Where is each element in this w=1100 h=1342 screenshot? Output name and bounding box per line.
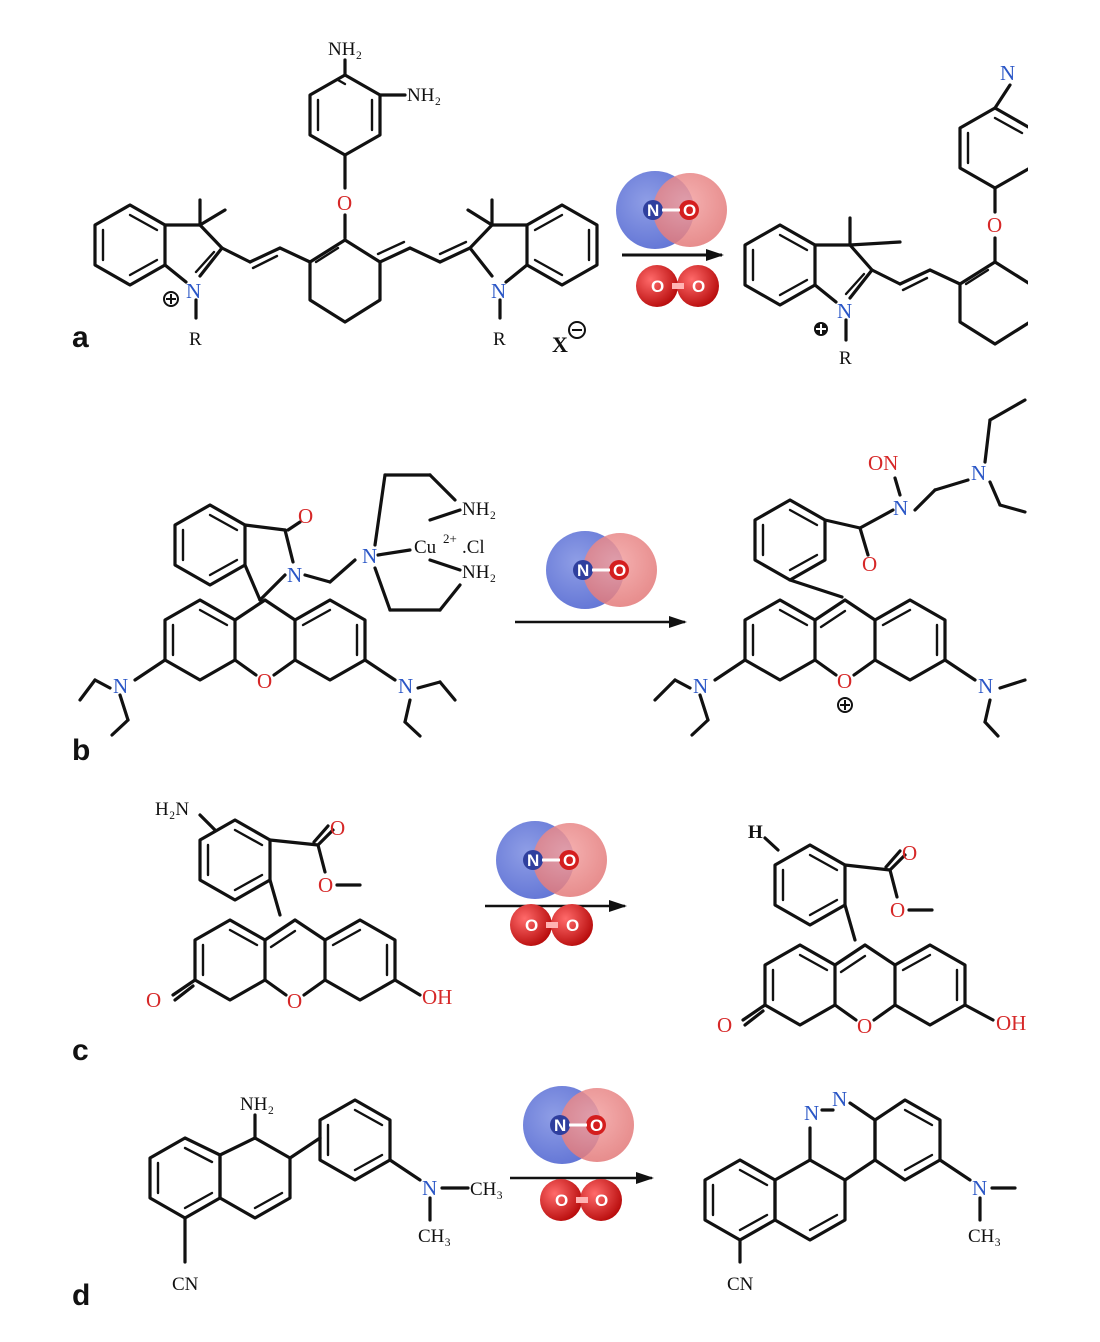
reactant-a-left-indolium [93,198,227,320]
d-prod-n2-label: N [832,1087,847,1111]
no-n-label-c: N [527,851,539,870]
product-c-structure [741,836,995,1027]
panel-label-c: c [72,1034,89,1067]
counter-ion-label: X [552,332,568,357]
reactant-a-polymethine [220,213,472,324]
nh2-side-label: NH₂ [407,85,441,106]
o2-left-label-c: O [525,916,538,935]
c-o-ester-label: O [318,873,333,897]
n-left-label: N [186,279,201,303]
b-nh2-lower-label: NH₂ [462,562,496,583]
b-nh2-upper-label: NH₂ [462,499,496,520]
r-left-label: R [189,329,202,350]
c-o-ester-carbonyl-label: O [330,816,345,840]
reactant-b-structure [78,473,462,738]
prod-o-label: O [987,213,1002,237]
d-cn-label: CN [172,1274,199,1295]
d-prod-n-dimethyl-label: N [972,1176,987,1200]
right-crop-mask [1028,0,1100,1342]
c-prod-h-label: H [748,822,763,843]
nitric-oxide-molecule-b: N O [546,531,657,609]
reactant-c-structure [171,813,422,1002]
panel-label-a: a [72,321,89,354]
r-right-label: R [493,329,506,350]
d-prod-cn-label: CN [727,1274,754,1295]
o2-left-label-a: O [651,277,664,296]
nitric-oxide-molecule-a: N O [616,171,727,249]
c-prod-o-ester-label: O [890,898,905,922]
b-o-ring-label: O [257,669,272,693]
panel-c: H₂N O O O O OH N O O O [72,799,1026,1067]
nitric-oxide-molecule-d: N O [523,1086,634,1164]
b-prod-on-label: ON [868,451,898,475]
d-n-dimethyl-label: N [422,1176,437,1200]
b-n-left-amine-label: N [113,674,128,698]
d-prod-n1-label: N [804,1101,819,1125]
d-ch3-right-label: CH₃ [470,1179,503,1200]
product-d-structure [703,1098,1017,1264]
d-prod-ch3-label: CH₃ [968,1226,1001,1247]
d-nh2-label: NH₂ [240,1094,274,1115]
b-o-carbonyl-label: O [298,504,313,528]
b-prod-n-left-label: N [693,674,708,698]
b-prod-n-right-label: N [978,674,993,698]
reactant-d-structure [148,1098,470,1264]
plus-charge-left-icon [163,291,179,307]
c-prod-oh-label: OH [996,1011,1026,1035]
b-cu-label: Cu [414,537,437,558]
b-prod-n-amide-label: N [893,496,908,520]
b-prod-o-carbonyl-label: O [862,552,877,576]
d-ch3-down-label: CH₃ [418,1226,451,1247]
o2-right-label-a: O [692,277,705,296]
panel-label-b: b [72,734,90,767]
no-n-label-d: N [554,1116,566,1135]
no-n-label-b: N [577,561,589,580]
b-n-right-amine-label: N [398,674,413,698]
oxygen-molecule-a: O O [636,265,719,307]
product-b-structure [653,398,1027,738]
nitric-oxide-molecule-c: N O [496,821,607,899]
b-cl-label: .Cl [462,537,485,558]
n-right-label: N [491,279,506,303]
prod-r-label: R [839,348,852,369]
nh2-top-label: NH₂ [328,39,362,60]
b-n-lactam-label: N [287,563,302,587]
no-n-label-a: N [647,201,659,220]
c-o-ring-label: O [287,989,302,1013]
c-prod-o-ring-label: O [857,1014,872,1038]
b-n-tertiary-label: N [362,544,377,568]
plus-charge-b-icon [837,697,853,713]
b-prod-o-ring-label: O [837,669,852,693]
o-link-label: O [337,191,352,215]
panel-label-d: d [72,1279,90,1312]
plus-charge-prod-icon [814,322,828,336]
oxygen-molecule-d: O O [540,1179,622,1221]
prod-n-label: N [837,299,852,323]
oxygen-molecule-c: O O [510,904,593,946]
minus-charge-icon [568,321,586,339]
c-oh-label: OH [422,985,452,1009]
b-cu-charge-label: 2+ [443,531,457,546]
o2-right-label-d: O [595,1191,608,1210]
no-o-label-c: O [563,851,576,870]
panel-d: NH₂ N CH₃ CH₃ CN N O O O [72,1086,1017,1312]
prod-n-top-label: N [1000,61,1015,85]
o2-right-label-c: O [566,916,579,935]
b-prod-n-amine-label: N [971,461,986,485]
panel-b: O N N Cu 2+ .Cl NH₂ NH₂ N N O N O [72,398,1027,767]
no-o-label-d: O [590,1116,603,1135]
reactant-a-right-indoline [466,198,599,320]
c-prod-o-ester-carbonyl-label: O [902,841,917,865]
c-prod-o-ketone-label: O [717,1013,732,1037]
no-o-label-b: O [613,561,626,580]
no-o-label-a: O [683,201,696,220]
reactant-a-aminophenyl-ring [308,58,407,190]
c-o-ketone-label: O [146,988,161,1012]
panel-a: NH₂ NH₂ O [72,39,1032,369]
c-h2n-label: H₂N [155,799,189,820]
o2-left-label-d: O [555,1191,568,1210]
